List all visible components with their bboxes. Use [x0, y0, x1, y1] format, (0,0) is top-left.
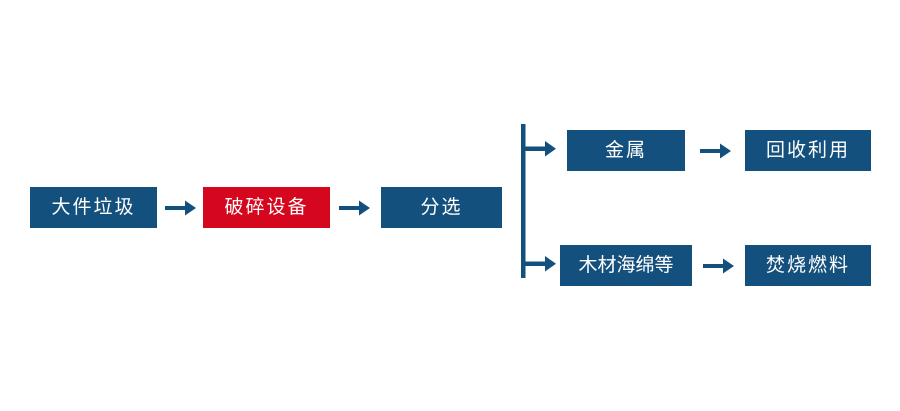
- node-sorting[interactable]: 分选: [381, 187, 502, 228]
- arrow-right-icon-wood-to-fuel: [703, 256, 735, 276]
- node-recycling-reuse[interactable]: 回收利用: [745, 130, 871, 171]
- node-bulky-waste-label: 大件垃圾: [51, 197, 136, 218]
- node-crushing-equipment-label: 破碎设备: [224, 197, 309, 218]
- arrow-right-icon-input-to-crusher: [165, 198, 197, 218]
- node-metal-label: 金属: [604, 140, 647, 161]
- arrow-right-icon-metal-to-recycle: [700, 141, 732, 161]
- arrow-right-icon-crusher-to-sorting: [339, 198, 371, 218]
- node-incineration-fuel-label: 焚烧燃料: [765, 255, 850, 276]
- node-wood-sponge-etc-label: 木材海绵等: [578, 255, 674, 276]
- node-wood-sponge-etc[interactable]: 木材海绵等: [560, 245, 692, 286]
- node-metal[interactable]: 金属: [567, 130, 685, 171]
- node-incineration-fuel[interactable]: 焚烧燃料: [745, 245, 871, 286]
- node-bulky-waste[interactable]: 大件垃圾: [30, 187, 157, 228]
- branch-split-icon: [521, 124, 557, 278]
- node-crushing-equipment[interactable]: 破碎设备: [203, 187, 330, 228]
- node-recycling-reuse-label: 回收利用: [765, 140, 850, 161]
- node-sorting-label: 分选: [420, 197, 463, 218]
